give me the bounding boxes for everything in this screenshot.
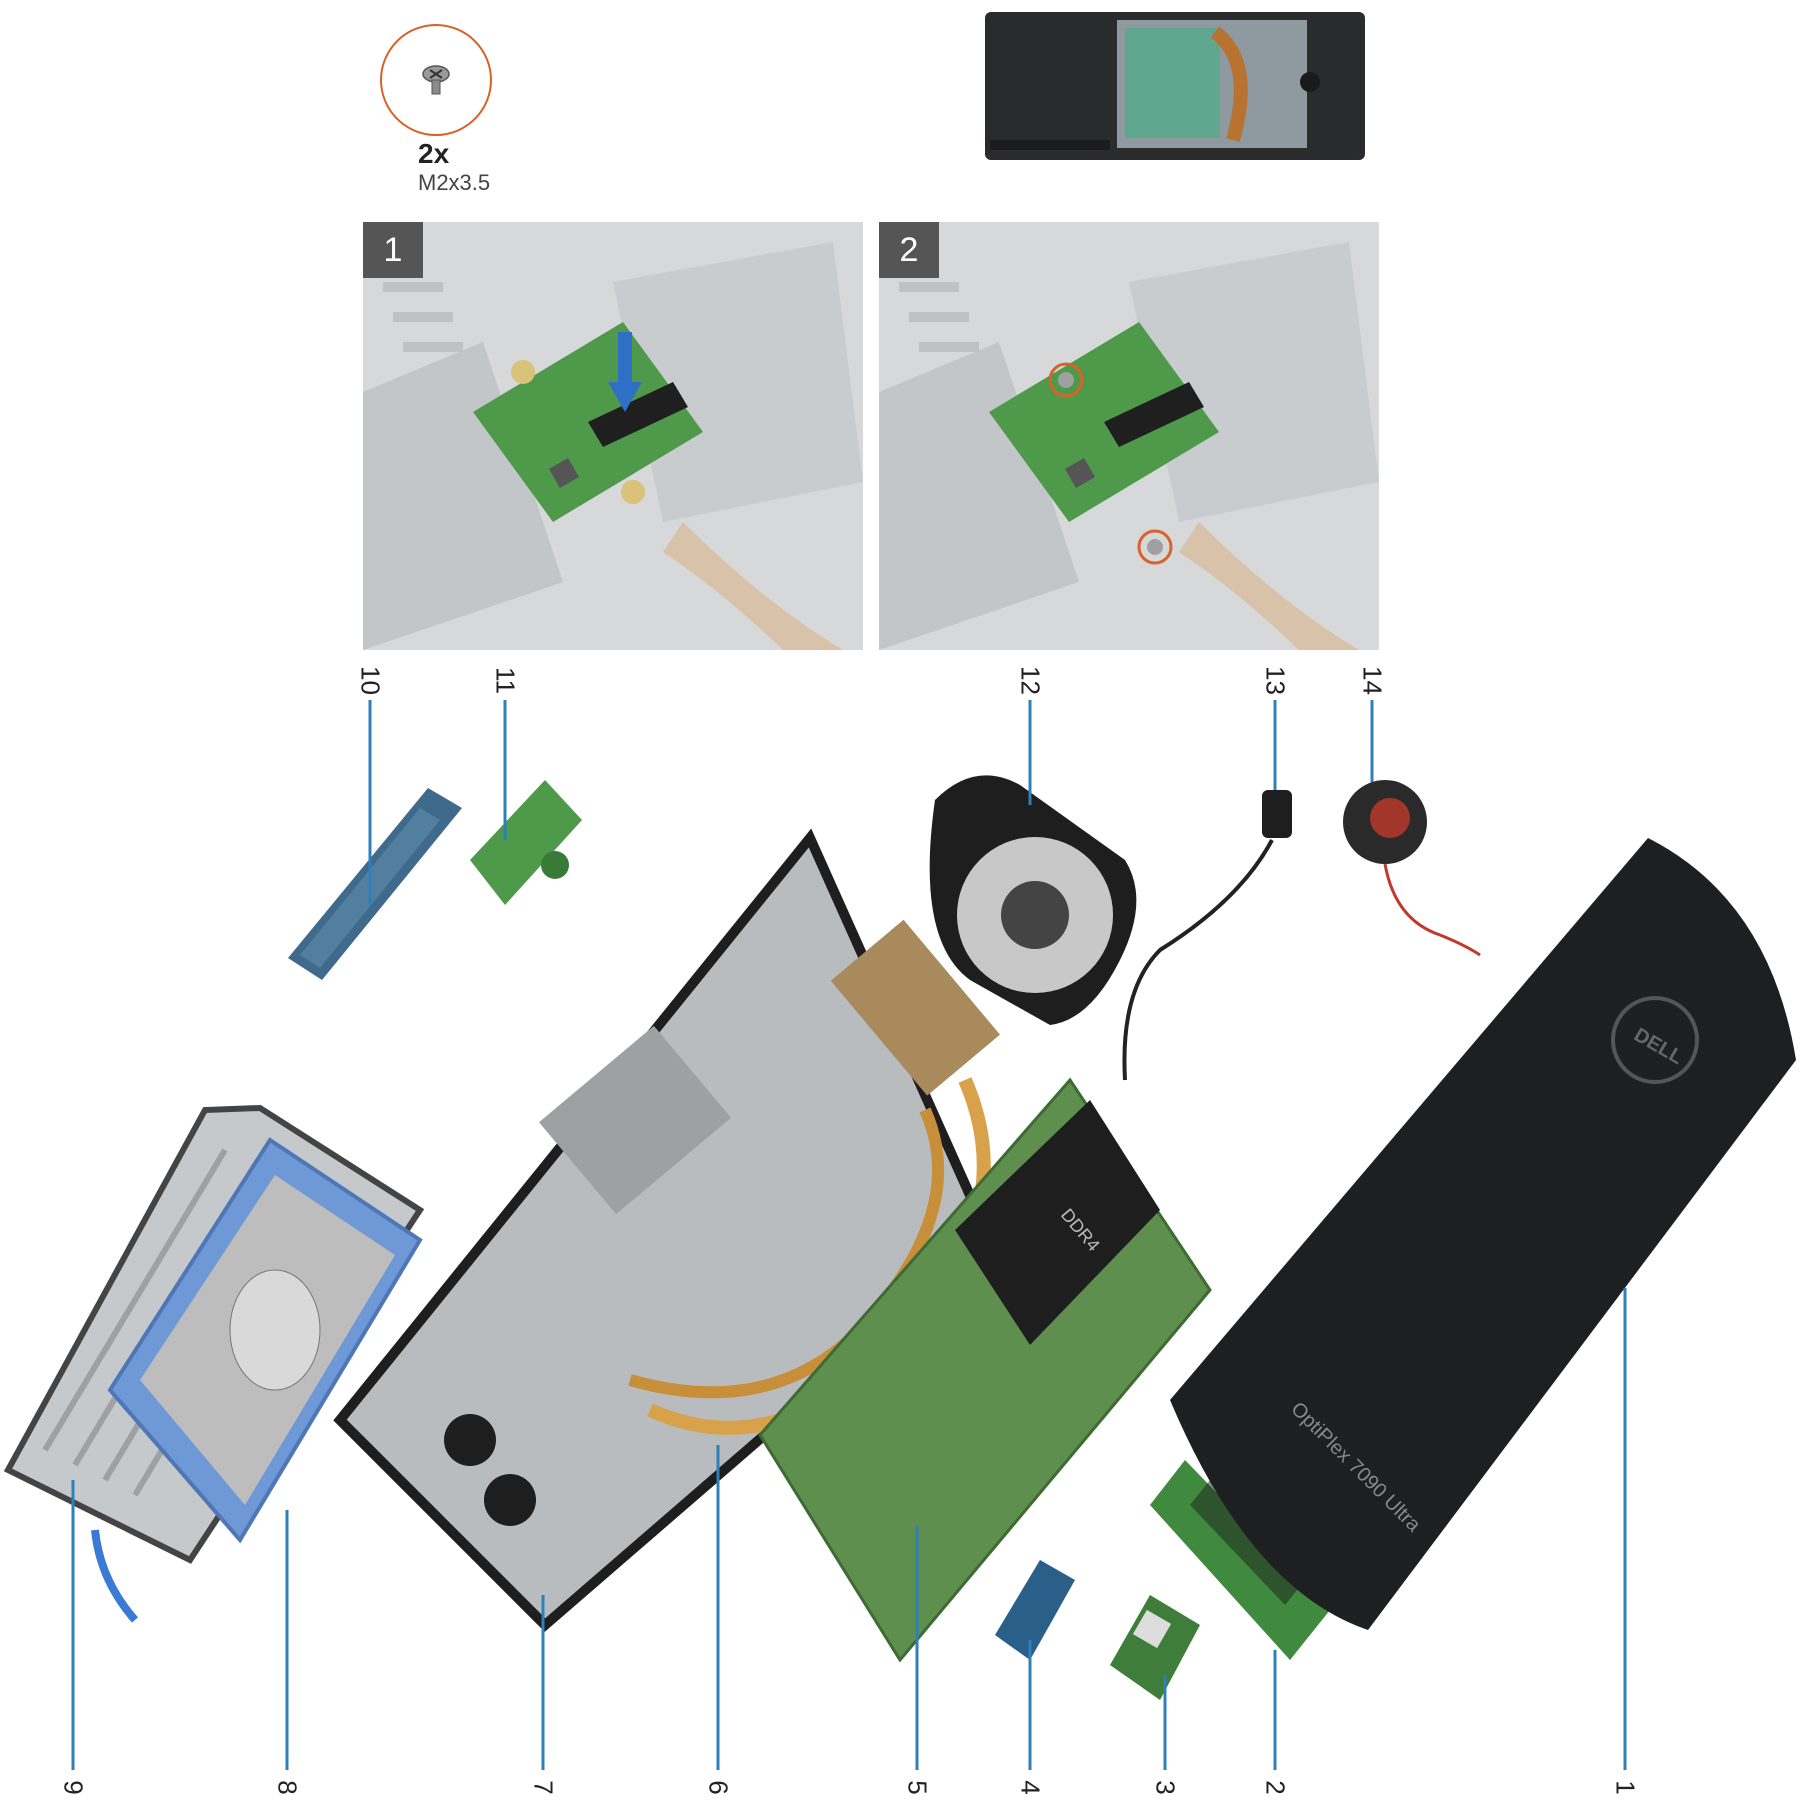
callout-11: 11	[490, 667, 521, 694]
callout-2: 2	[1260, 1780, 1291, 1795]
step-1-illustration	[363, 222, 863, 650]
callout-14: 14	[1357, 666, 1388, 695]
coin-cell-battery	[1343, 780, 1481, 957]
screw-quantity: 2x	[418, 138, 450, 169]
dell-logo-circle	[1611, 996, 1699, 1084]
screw-location-1	[1048, 362, 1084, 398]
callout-8: 8	[272, 1780, 303, 1795]
callout-7: 7	[528, 1780, 559, 1795]
callout-3: 3	[1150, 1780, 1181, 1795]
step-2-badge: 2	[879, 222, 939, 278]
callout-lines	[71, 700, 1627, 1770]
power-button-board	[1122, 790, 1292, 1081]
screw-location-2	[1137, 529, 1173, 565]
callout-13: 13	[1260, 666, 1291, 695]
step-1-badge: 1	[363, 222, 423, 278]
callout-4: 4	[1015, 1780, 1046, 1795]
callout-9: 9	[58, 1780, 89, 1795]
system-board: DDR4	[758, 1077, 1212, 1663]
wlan-card	[1110, 1595, 1200, 1700]
hard-drive-and-caddy	[107, 1137, 423, 1544]
callout-1: 1	[1610, 1780, 1641, 1795]
step-2-illustration	[879, 222, 1379, 650]
ssd-interposer-board	[470, 780, 582, 905]
step-1-panel: 1	[363, 222, 863, 650]
callout-10: 10	[355, 666, 386, 695]
memory-module	[1150, 1460, 1330, 1660]
chassis-frame	[333, 828, 997, 1632]
callout-5: 5	[902, 1780, 933, 1795]
step-2-panel: 2	[879, 222, 1379, 650]
side-cover: DELL OptiPlex 7090 Ultra	[1170, 838, 1796, 1630]
screw-size: M2x3.5	[418, 170, 491, 195]
system-fan	[929, 775, 1137, 1025]
callout-6: 6	[703, 1780, 734, 1795]
m2-ssd	[288, 788, 462, 980]
callout-12: 12	[1015, 666, 1046, 695]
device-bottom-thumbnail	[985, 12, 1365, 160]
screw-indicator-circle	[380, 24, 492, 136]
m2-2230-ssd	[995, 1560, 1075, 1660]
screw-icon	[422, 65, 450, 95]
